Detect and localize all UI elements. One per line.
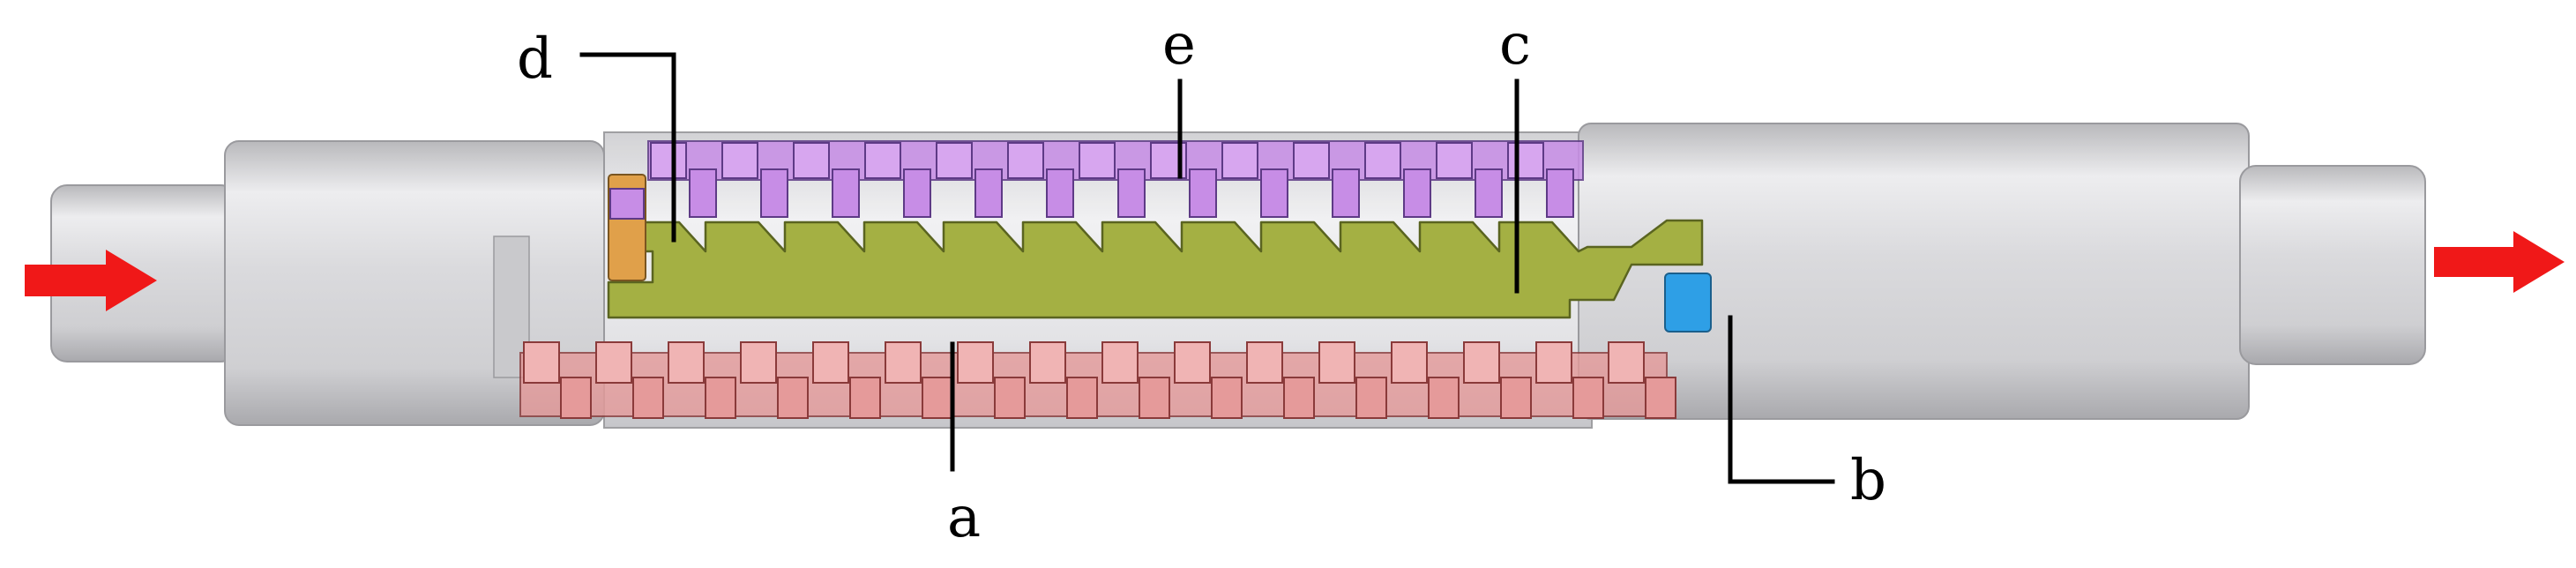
- purple-tooth: [1436, 142, 1473, 179]
- purple-tooth: [1293, 142, 1330, 179]
- pink-tooth-lower: [560, 377, 592, 419]
- pink-tooth: [957, 341, 994, 384]
- pink-tooth: [740, 341, 777, 384]
- label-b: b: [1850, 448, 1886, 513]
- purple-tooth: [1364, 142, 1401, 179]
- leader-b: [1728, 315, 1835, 484]
- pink-tooth: [1391, 341, 1428, 384]
- pink-tooth-lower: [1572, 377, 1604, 419]
- pink-tooth: [668, 341, 705, 384]
- blue-seal-b: [1664, 273, 1712, 333]
- right-hub: [1578, 123, 2250, 420]
- pink-tooth-lower: [994, 377, 1026, 419]
- purple-tooth: [1221, 142, 1258, 179]
- purple-tooth-lower: [903, 168, 931, 218]
- pink-tooth-lower: [705, 377, 736, 419]
- pink-tooth: [523, 341, 560, 384]
- purple-tooth-lower: [1189, 168, 1217, 218]
- purple-tooth: [650, 142, 687, 179]
- pink-tooth: [1174, 341, 1211, 384]
- pink-tooth-lower: [849, 377, 881, 419]
- label-d: d: [517, 26, 553, 92]
- pink-tooth-lower: [1139, 377, 1170, 419]
- pink-tooth: [812, 341, 849, 384]
- pink-tooth: [1029, 341, 1066, 384]
- green-channel-c: [607, 219, 1704, 319]
- pink-tooth-lower: [632, 377, 664, 419]
- label-c: c: [1499, 12, 1531, 78]
- pink-tooth: [1101, 341, 1139, 384]
- inlet-arrow-icon: [25, 250, 157, 311]
- purple-helix-e: [647, 140, 1584, 218]
- pink-tooth: [1608, 341, 1645, 384]
- pink-tooth-lower: [1211, 377, 1243, 419]
- pink-tooth: [1463, 341, 1500, 384]
- purple-tooth-lower: [1332, 168, 1360, 218]
- pink-tooth-lower: [1066, 377, 1098, 419]
- purple-tooth-lower: [1046, 168, 1074, 218]
- pink-helix-a: [519, 341, 1676, 419]
- purple-tooth-lower: [760, 168, 788, 218]
- purple-tooth-lower: [1475, 168, 1503, 218]
- pink-tooth: [595, 341, 632, 384]
- purple-tooth: [793, 142, 830, 179]
- pink-tooth: [885, 341, 922, 384]
- purple-tooth: [721, 142, 758, 179]
- pink-tooth-lower: [777, 377, 809, 419]
- purple-tooth-lower: [832, 168, 860, 218]
- purple-tooth-lower: [1403, 168, 1431, 218]
- label-e: e: [1162, 12, 1196, 78]
- pink-tooth-lower: [1645, 377, 1676, 419]
- pink-tooth-lower: [1355, 377, 1387, 419]
- purple-tooth-lower: [974, 168, 1003, 218]
- pink-tooth: [1246, 341, 1283, 384]
- pink-tooth: [1535, 341, 1572, 384]
- purple-tooth-lower: [1117, 168, 1146, 218]
- right-nozzle: [2239, 165, 2426, 365]
- pink-tooth: [1318, 341, 1355, 384]
- label-a: a: [947, 485, 981, 550]
- purple-tooth: [1079, 142, 1116, 179]
- pink-tooth-lower: [1283, 377, 1315, 419]
- pink-tooth-lower: [922, 377, 953, 419]
- purple-tooth: [1007, 142, 1044, 179]
- outlet-arrow-icon: [2434, 231, 2565, 293]
- green-channel-path: [607, 219, 1704, 319]
- purple-tooth-lower: [1260, 168, 1288, 218]
- purple-tooth: [936, 142, 973, 179]
- leader-d: [579, 52, 676, 243]
- pink-tooth-lower: [1428, 377, 1460, 419]
- purple-cap: [609, 188, 645, 220]
- purple-tooth: [864, 142, 901, 179]
- pink-tooth-lower: [1500, 377, 1532, 419]
- purple-tooth: [1507, 142, 1544, 179]
- purple-tooth-lower: [689, 168, 717, 218]
- purple-tooth-lower: [1546, 168, 1574, 218]
